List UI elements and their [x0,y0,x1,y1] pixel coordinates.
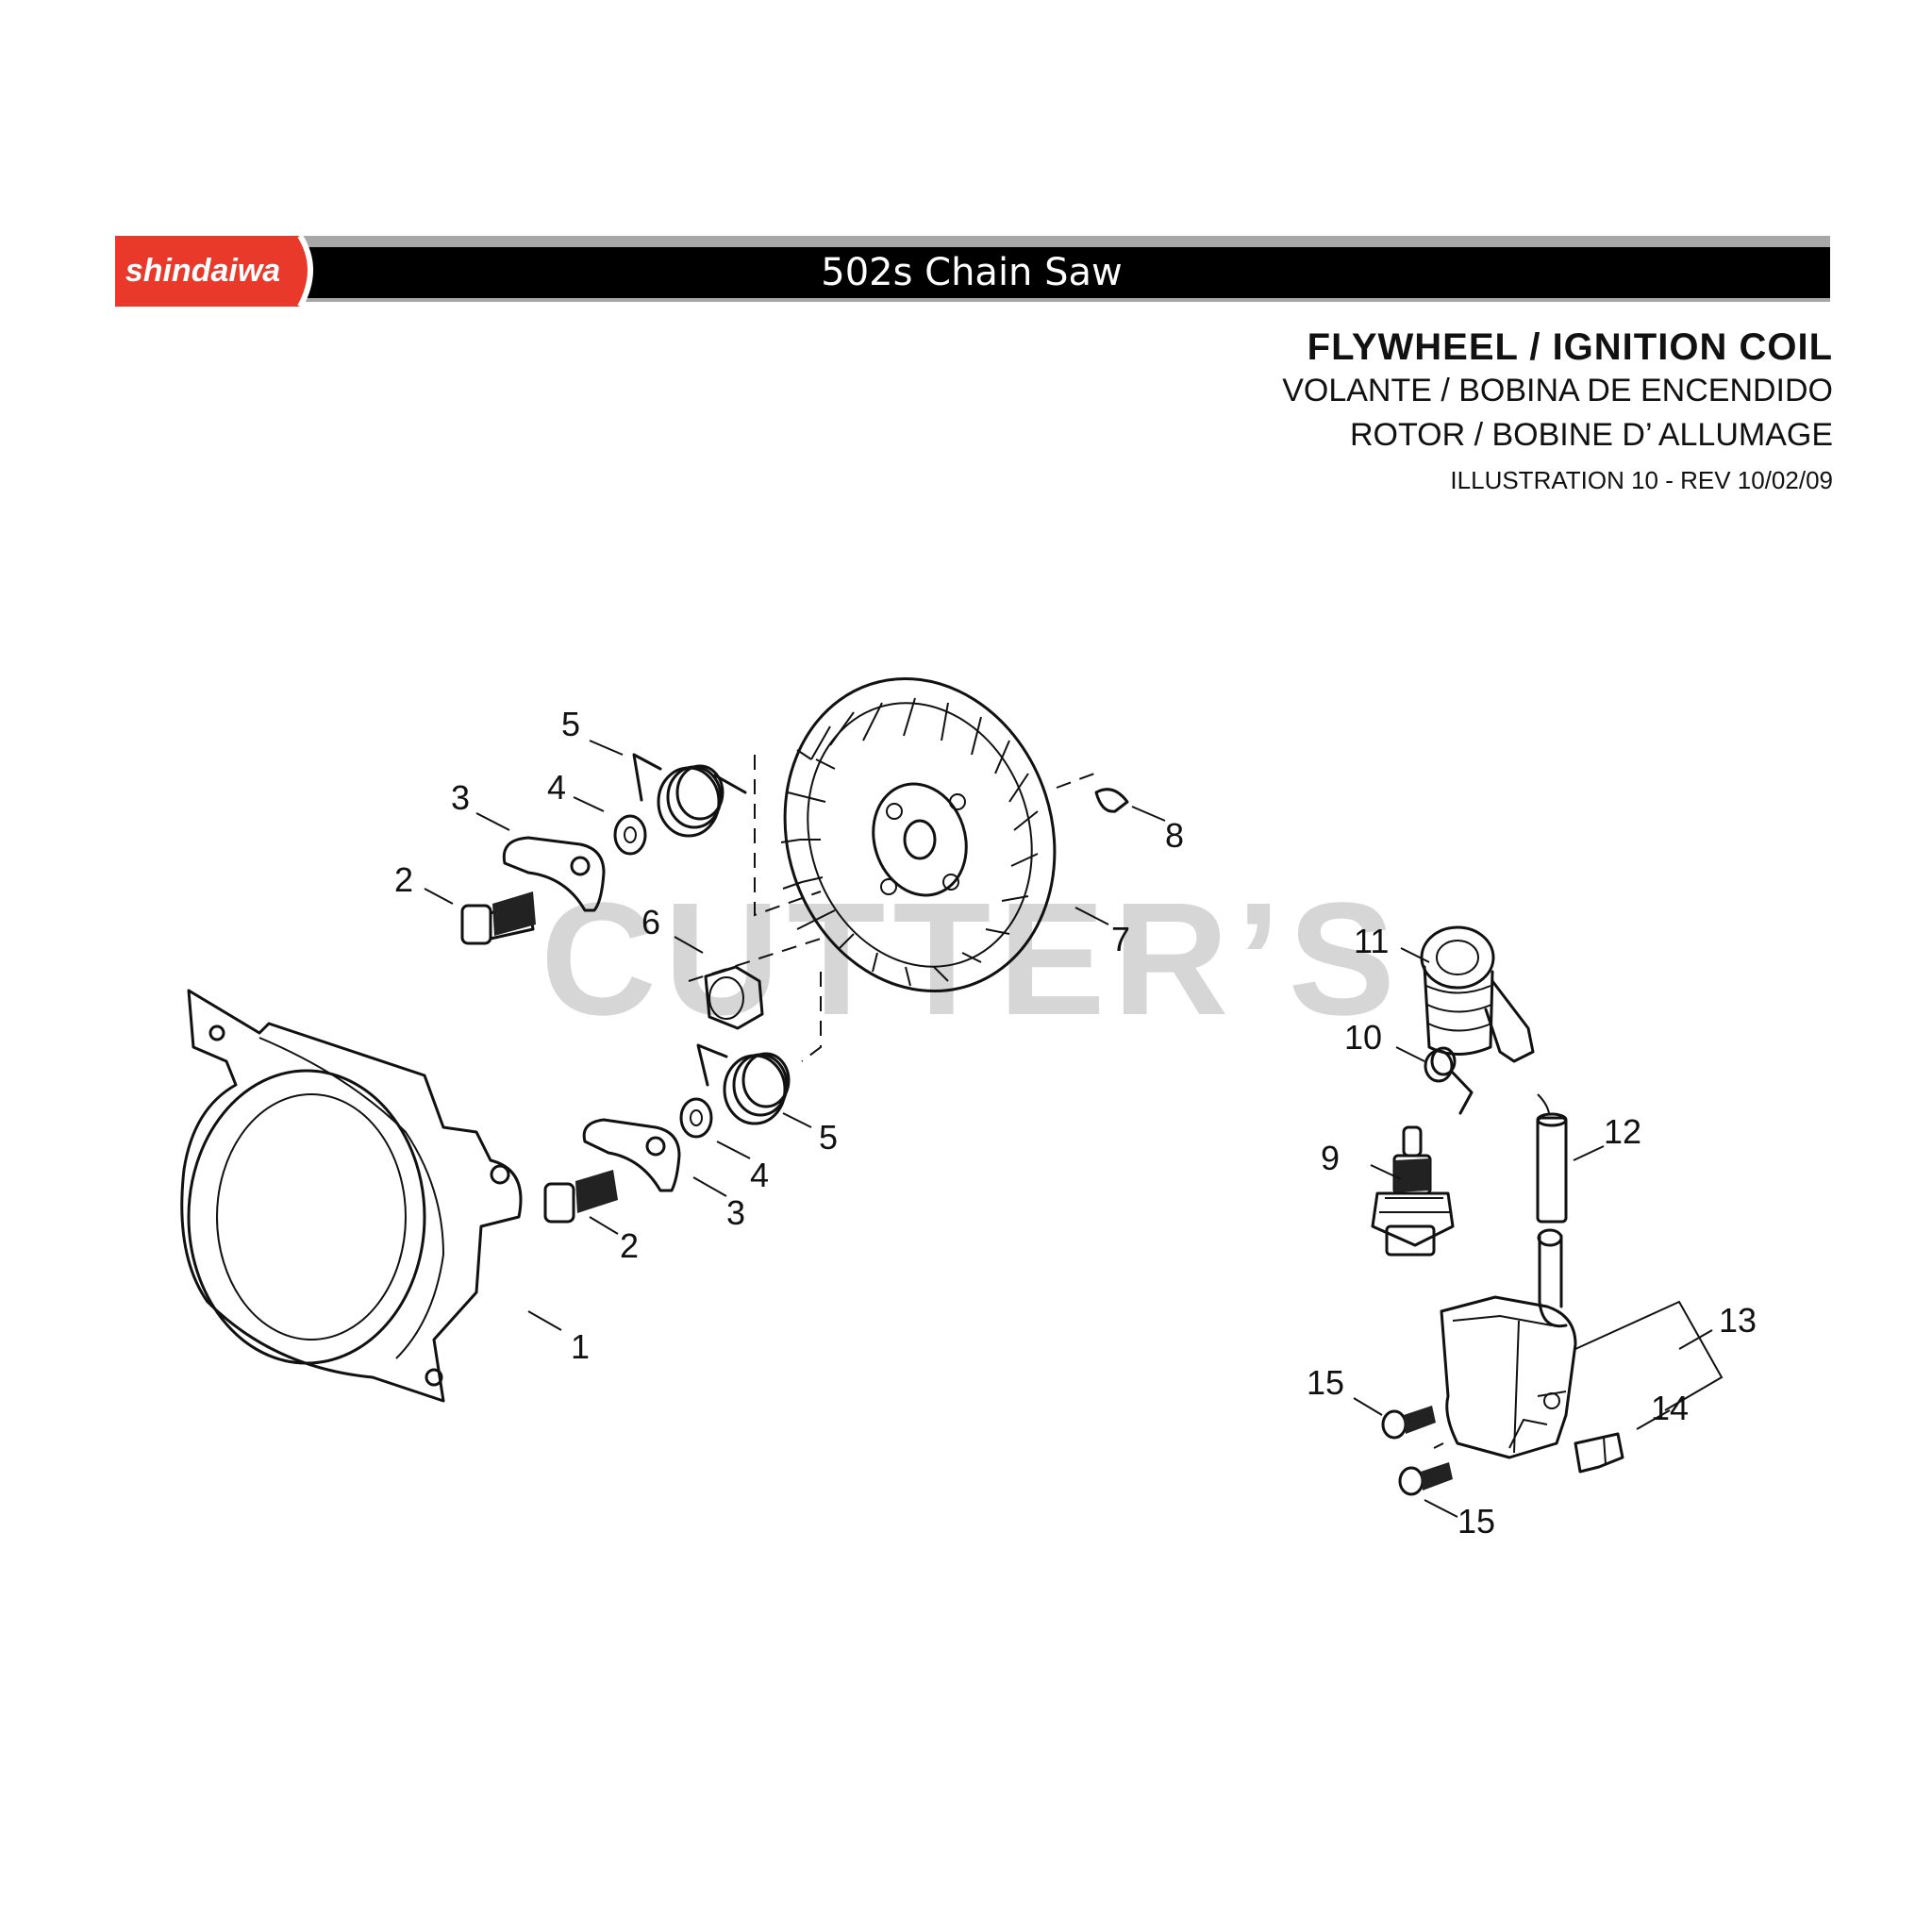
callout-leaders [424,740,1724,1518]
callout-15-lower: 15 [1457,1502,1495,1541]
callout-2-lower: 2 [620,1226,639,1265]
part-3-pawl-lower [582,1118,681,1192]
callout-3-upper: 3 [451,778,470,817]
callout-15-upper: 15 [1307,1363,1344,1402]
callout-1: 1 [571,1327,590,1366]
part-8-key [1094,788,1129,813]
callout-4-upper: 4 [547,768,566,807]
callout-10: 10 [1344,1018,1382,1057]
callout-8: 8 [1165,816,1184,855]
callout-3-lower: 3 [726,1193,745,1232]
callout-9: 9 [1321,1139,1340,1177]
callout-13: 13 [1719,1301,1757,1340]
part-13-ignition-coil [1440,1228,1577,1459]
part-2-bolt-lower [543,1170,618,1224]
illustration-rev: ILLUSTRATION 10 - REV 10/02/09 [1450,466,1833,494]
callout-11: 11 [1354,922,1389,960]
part-1-fan-housing [180,989,523,1403]
watermark: CUTTER’S [541,870,1403,1049]
callout-5-lower: 5 [819,1118,838,1157]
section-title: FLYWHEEL / IGNITION COIL [1307,326,1833,368]
section-title-fr: ROTOR / BOBINE D’ ALLUMAGE [1349,417,1833,453]
part-4-washer-lower [679,1097,713,1139]
part-4-washer-upper [613,814,647,856]
part-11-plug-boot [1420,925,1535,1063]
section-title-es: VOLANTE / BOBINA DE ENCENDIDO [1282,373,1833,408]
callout-14: 14 [1651,1389,1689,1427]
header-black-band [302,247,1830,298]
part-3-pawl-upper [502,836,606,912]
callout-4-lower: 4 [750,1156,769,1194]
part-12-tube [1536,1112,1568,1224]
assembly-dash-lines [688,755,1095,1062]
callout-numbers: 1 2 2 3 3 4 4 5 5 6 7 8 9 10 11 12 13 14… [394,705,1757,1541]
part-5-spring-upper [632,753,747,838]
part-6-nut [704,965,764,1030]
part-15-screw-lower [1398,1462,1453,1496]
callout-12: 12 [1604,1112,1641,1151]
part-10-spring [1424,1046,1474,1115]
part-2-bolt-upper [460,891,536,945]
brand-logo: shindaiwa [125,253,280,289]
part-14-clip [1574,1432,1624,1474]
part-5-spring-lower [696,1043,791,1125]
part-9-spark-plug [1371,1125,1455,1257]
callout-6: 6 [641,903,660,941]
callout-5-upper: 5 [561,705,580,743]
part-15-screw-upper [1381,1406,1436,1440]
callout-2-upper: 2 [394,860,413,899]
part-7-flywheel [780,676,1057,993]
section-title-block: FLYWHEEL / IGNITION COIL VOLANTE / BOBIN… [1282,325,1833,501]
brand-logo-panel [115,236,308,307]
callout-7: 7 [1111,920,1130,958]
header-bar: shindaiwa 502s Chain Saw [115,234,1830,308]
model-title: 502s Chain Saw [821,251,1123,294]
